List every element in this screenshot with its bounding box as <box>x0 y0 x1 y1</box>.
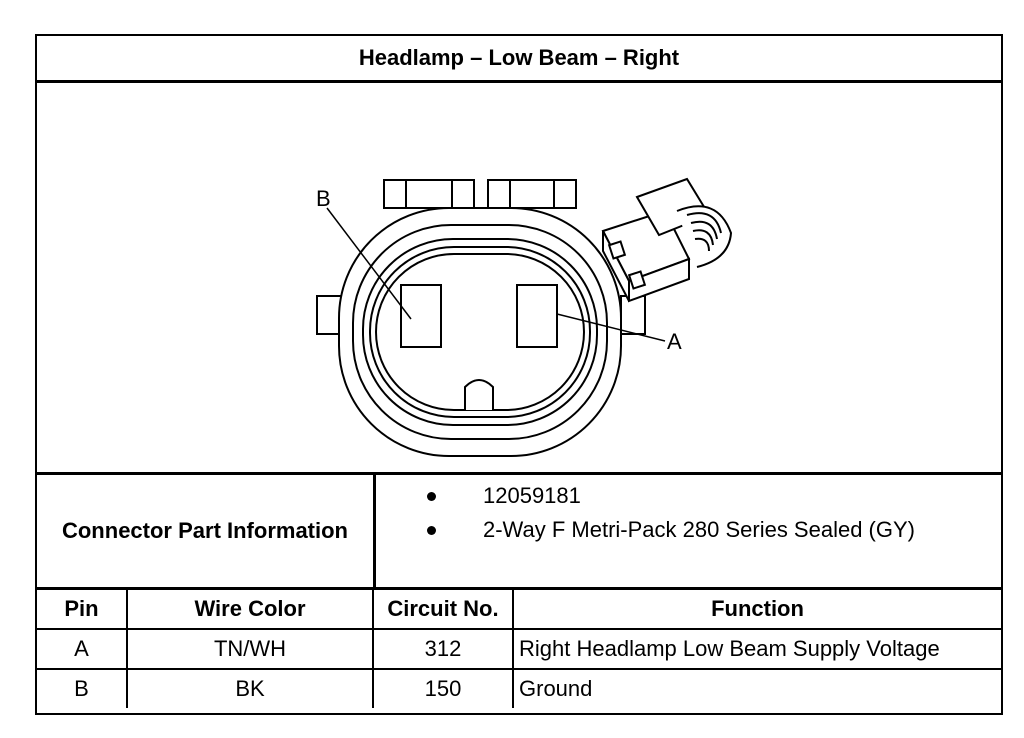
bullet-icon <box>427 492 436 501</box>
bullet-icon <box>427 526 436 535</box>
cell-function: Right Headlamp Low Beam Supply Voltage <box>512 628 1001 670</box>
terminal-a <box>516 284 558 348</box>
table-row: B BK 150 Ground <box>37 668 1001 708</box>
cell-pin: B <box>37 668 128 708</box>
connector-body <box>338 207 622 457</box>
connector-diagram: B A <box>37 83 1001 472</box>
connector-info-row: Connector Part Information 12059181 2-Wa… <box>37 472 1001 590</box>
terminal-b <box>400 284 442 348</box>
connector-description: 2-Way F Metri-Pack 280 Series Sealed (GY… <box>483 517 915 542</box>
cell-function: Ground <box>512 668 1001 708</box>
cell-pin: A <box>37 628 128 670</box>
cell-wire-color: TN/WH <box>126 628 374 670</box>
connector-info-label: Connector Part Information <box>37 475 376 587</box>
cell-circuit: 150 <box>372 668 514 708</box>
page-title: Headlamp – Low Beam – Right <box>37 36 1001 83</box>
table-row: A TN/WH 312 Right Headlamp Low Beam Supp… <box>37 628 1001 670</box>
header-circuit-no: Circuit No. <box>372 590 514 630</box>
leader-b <box>326 207 412 320</box>
latch-left <box>383 179 475 209</box>
side-tab-right <box>620 295 646 335</box>
pin-label-a: A <box>667 329 682 354</box>
connector-3d-icon <box>601 177 733 303</box>
connector-face-drawing: B A <box>316 177 733 457</box>
connector-sheet: Headlamp – Low Beam – Right <box>35 34 1003 715</box>
side-tab-left <box>316 295 342 335</box>
header-pin: Pin <box>37 590 128 630</box>
key-bump <box>464 379 494 410</box>
leader-a <box>556 313 666 342</box>
latch-right <box>487 179 577 209</box>
header-wire-color: Wire Color <box>126 590 374 630</box>
cell-circuit: 312 <box>372 628 514 670</box>
pin-label-b: B <box>316 186 331 211</box>
connector-info-list: 12059181 2-Way F Metri-Pack 280 Series S… <box>375 475 1001 587</box>
part-number: 12059181 <box>483 483 581 508</box>
pin-table: Pin Wire Color Circuit No. Function A TN… <box>37 590 1001 708</box>
header-function: Function <box>512 590 1001 630</box>
table-header-row: Pin Wire Color Circuit No. Function <box>37 590 1001 630</box>
cell-wire-color: BK <box>126 668 374 708</box>
